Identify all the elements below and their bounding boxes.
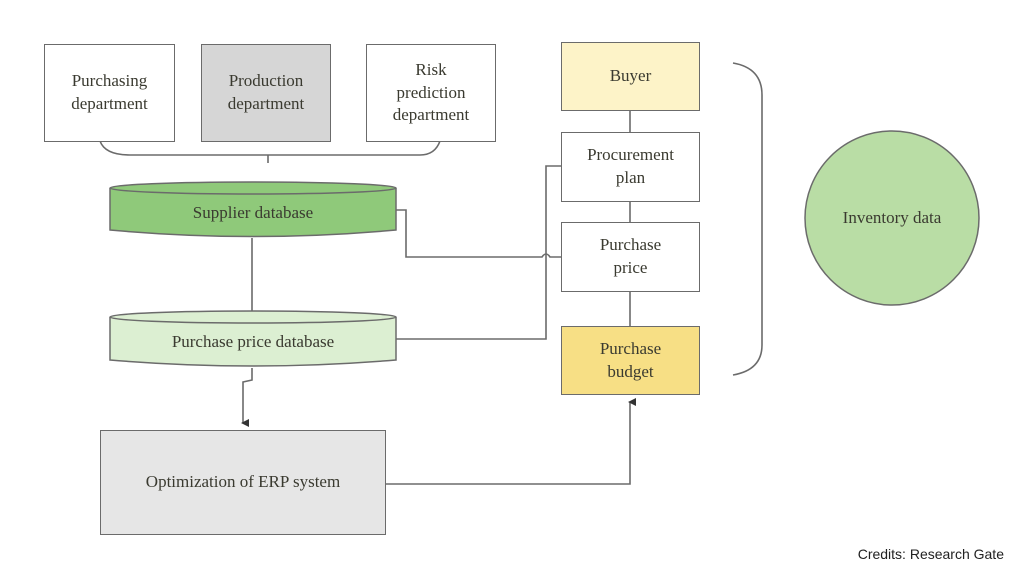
purchase-price-database-label-box: Purchase price database bbox=[110, 323, 396, 361]
inventory-data-circle bbox=[804, 130, 980, 306]
erp-to-budget-arrow bbox=[385, 398, 636, 485]
inventory-data-label-box: Inventory data bbox=[805, 200, 979, 236]
purchase-price-label: Purchase price bbox=[599, 235, 662, 277]
supplier-db-to-purchase-price-line bbox=[396, 209, 561, 258]
purchase-budget-box: Purchase budget bbox=[561, 326, 700, 395]
purchase-budget-label: Purchase budget bbox=[599, 338, 662, 381]
supplier-database-label: Supplier database bbox=[192, 202, 314, 222]
purchase-price-database-label: Purchase price database bbox=[171, 331, 335, 351]
risk-prediction-department-box: Risk prediction department bbox=[366, 44, 496, 142]
department-brace bbox=[99, 140, 441, 156]
purchase-price-database-shape bbox=[109, 310, 397, 367]
risk-prediction-department-label: Risk prediction department bbox=[392, 59, 470, 125]
production-department-label: Production department bbox=[227, 71, 305, 113]
price-db-to-procurement-line bbox=[396, 165, 561, 340]
credits-text: Credits: Research Gate bbox=[857, 546, 1004, 562]
production-department-box: Production department bbox=[201, 44, 331, 142]
purchase-price-box: Purchase price bbox=[561, 222, 700, 292]
buyer-box: Buyer bbox=[561, 42, 700, 111]
buyer-label: Buyer bbox=[609, 66, 652, 86]
purchasing-department-label: Purchasing department bbox=[71, 71, 148, 113]
inventory-data-label: Inventory data bbox=[842, 207, 942, 227]
chain-brace bbox=[732, 62, 763, 376]
procurement-plan-box: Procurement plan bbox=[561, 132, 700, 202]
erp-optimization-label: Optimization of ERP system bbox=[145, 472, 341, 492]
price-db-to-erp-arrow bbox=[241, 368, 253, 427]
purchasing-department-box: Purchasing department bbox=[44, 44, 175, 142]
procurement-plan-label: Procurement plan bbox=[587, 145, 674, 187]
supplier-database-label-box: Supplier database bbox=[110, 194, 396, 232]
supplier-database-shape bbox=[109, 181, 397, 238]
erp-optimization-box: Optimization of ERP system bbox=[100, 430, 386, 535]
